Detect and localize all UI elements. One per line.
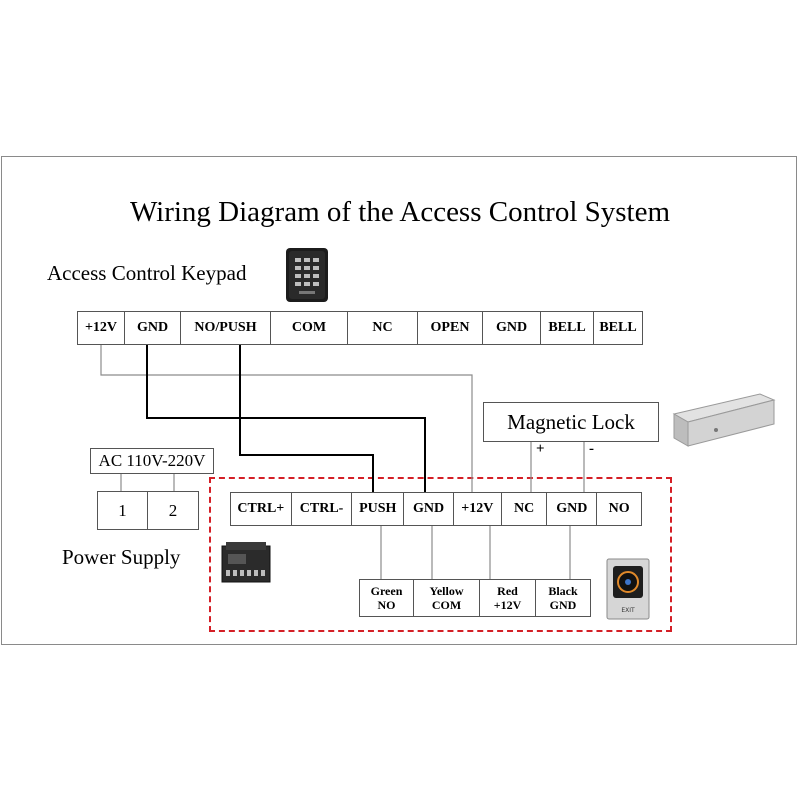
exit-wire-block: Green NO Yellow COM Red +12V Black GND xyxy=(359,579,591,617)
wire-color-label: Black xyxy=(548,584,578,598)
magnetic-lock-box: Magnetic Lock xyxy=(483,402,659,442)
diagram-frame xyxy=(1,156,797,645)
wire-12v xyxy=(100,345,473,492)
power-supply-terminal-block: CTRL+ CTRL- PUSH GND +12V NC GND NO xyxy=(230,492,642,526)
wire-signal-label: +12V xyxy=(493,598,522,612)
ps-terminal-no: NO xyxy=(608,501,630,516)
wire-color-label: Yellow xyxy=(429,584,464,598)
ps-terminal-ctrl-minus: CTRL- xyxy=(292,493,353,525)
diagram-title: Wiring Diagram of the Access Control Sys… xyxy=(129,196,671,228)
keypad-terminal-bell-1: BELL xyxy=(541,312,594,344)
controller-area xyxy=(209,477,672,632)
keypad-terminal-block: +12V GND NO/PUSH COM NC OPEN GND BELL BE… xyxy=(77,311,643,345)
ps-terminal-12v: +12V xyxy=(454,493,502,525)
wire-signal-label: NO xyxy=(377,598,396,612)
wire-signal-label: GND xyxy=(549,598,577,612)
lock-minus-sign: - xyxy=(589,441,594,457)
power-supply-icon xyxy=(220,540,272,591)
keypad-terminal-no-push: NO/PUSH xyxy=(181,312,271,344)
ps-terminal-ctrl-plus: CTRL+ xyxy=(231,493,292,525)
ac-terminal-block: 1 2 xyxy=(97,491,199,530)
ps-terminal-nc: NC xyxy=(502,493,548,525)
exit-button-icon: EXIT xyxy=(606,558,650,625)
ps-terminal-gnd: GND xyxy=(404,493,454,525)
exit-wire-yellow: Yellow COM xyxy=(414,580,480,616)
exit-wire-red: Red +12V xyxy=(480,580,536,616)
keypad-terminal-gnd: GND xyxy=(125,312,181,344)
ac-input-box: AC 110V-220V xyxy=(90,448,214,474)
keypad-terminal-nc: NC xyxy=(348,312,418,344)
ac-terminal-1: 1 xyxy=(98,492,148,529)
keypad-caption: Access Control Keypad xyxy=(47,261,247,285)
keypad-terminal-com: COM xyxy=(271,312,348,344)
wire-color-label: Red xyxy=(497,584,518,598)
keypad-terminal-12v: +12V xyxy=(78,312,125,344)
wire-signal-label: COM xyxy=(431,598,462,612)
power-supply-caption: Power Supply xyxy=(62,545,181,569)
lock-plus-sign: + xyxy=(536,441,545,457)
wire-color-label: Green xyxy=(370,584,403,598)
keypad-terminal-gnd-2: GND xyxy=(483,312,541,344)
keypad-terminal-bell-2: BELL xyxy=(599,320,637,335)
wire-gnd xyxy=(146,345,426,492)
exit-wire-green: Green NO xyxy=(360,580,414,616)
exit-wire-black: Black GND xyxy=(536,580,590,616)
keypad-device-icon xyxy=(284,247,330,308)
ac-input-label: AC 110V-220V xyxy=(98,451,206,470)
exit-device-label: EXIT xyxy=(621,607,635,614)
keypad-terminal-open: OPEN xyxy=(418,312,483,344)
magnetic-lock-icon xyxy=(670,390,776,457)
ps-terminal-gnd-2: GND xyxy=(547,493,598,525)
ps-terminal-push: PUSH xyxy=(352,493,405,525)
ac-terminal-2: 2 xyxy=(168,500,178,520)
wire-no-push xyxy=(239,345,374,492)
magnetic-lock-label: Magnetic Lock xyxy=(507,409,635,434)
